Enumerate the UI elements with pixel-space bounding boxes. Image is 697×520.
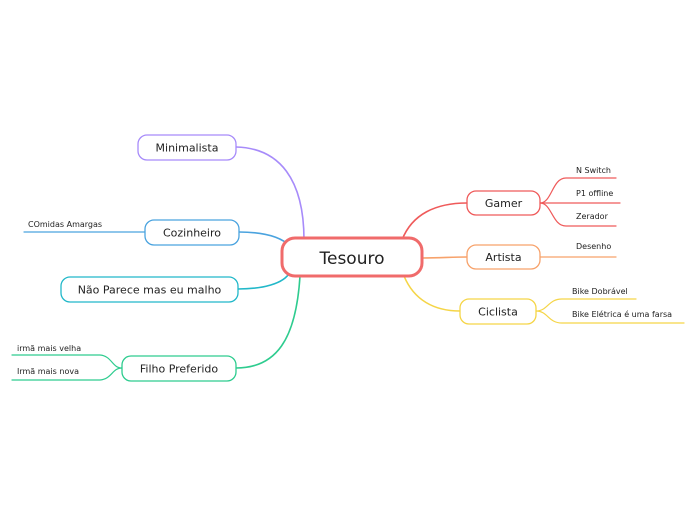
leaf-bike-dobravel[interactable]: Bike Dobrável xyxy=(572,287,628,296)
leaf-irma-mais-velha[interactable]: irmã mais velha xyxy=(17,344,81,353)
connector-filho-preferido xyxy=(235,275,301,369)
topic-gamer-box[interactable] xyxy=(466,190,541,216)
connectors xyxy=(11,146,685,381)
leaf-n-switch-label: N Switch xyxy=(576,166,611,175)
leaf-irma-mais-nova-label: Irmã mais nova xyxy=(17,367,79,376)
topic-ciclista-box[interactable] xyxy=(459,298,537,325)
topic-nao-parece-mas-eu-malho[interactable]: Não Parece mas eu malho xyxy=(60,276,239,303)
connector-leaf-bike-dobravel xyxy=(535,298,637,312)
connector-leaf-n-switch xyxy=(539,177,617,204)
topic-filho-preferido[interactable]: Filho Preferido xyxy=(121,355,237,382)
topic-ciclista[interactable]: Ciclista xyxy=(459,298,537,325)
topic-artista-label: Artista xyxy=(485,251,521,264)
leaf-bike-eletrica-label: Bike Elétrica é uma farsa xyxy=(572,309,672,319)
connector-nao-parece xyxy=(237,271,291,290)
connector-leaf-irma-mais-velha xyxy=(11,354,123,369)
leaf-n-switch[interactable]: N Switch xyxy=(576,166,611,175)
leaf-desenho[interactable]: Desenho xyxy=(576,242,611,251)
leaf-bike-dobravel-label: Bike Dobrável xyxy=(572,287,628,296)
topic-artista-box[interactable] xyxy=(466,244,541,270)
central-topic-label: Tesouro xyxy=(318,249,384,269)
connector-ciclista xyxy=(403,275,461,312)
connector-minimalista xyxy=(235,146,305,241)
topic-cozinheiro[interactable]: Cozinheiro xyxy=(144,219,240,246)
topic-minimalista-box[interactable] xyxy=(137,134,237,161)
connector-artista xyxy=(421,256,468,259)
leaf-p1-offline-label: P1 offline xyxy=(576,189,613,198)
central-topic[interactable]: Tesouro xyxy=(280,236,424,278)
leaf-zerador-label: Zerador xyxy=(576,212,609,221)
topic-gamer[interactable]: Gamer xyxy=(466,190,541,216)
topic-filho-preferido-label: Filho Preferido xyxy=(140,363,219,376)
connector-leaf-bike-eletrica xyxy=(535,310,685,324)
topic-cozinheiro-box[interactable] xyxy=(144,219,240,246)
topic-minimalista-label: Minimalista xyxy=(156,142,219,155)
connector-leaf-irma-mais-nova xyxy=(11,367,123,381)
central-topic-box[interactable] xyxy=(280,236,424,278)
leaf-irma-mais-nova[interactable]: Irmã mais nova xyxy=(17,367,79,376)
leaf-p1-offline[interactable]: P1 offline xyxy=(576,189,613,198)
topic-minimalista[interactable]: Minimalista xyxy=(137,134,237,161)
connector-gamer xyxy=(401,202,468,241)
leaf-zerador[interactable]: Zerador xyxy=(576,212,609,221)
leaf-comidas-amargas[interactable]: COmidas Amargas xyxy=(28,220,102,229)
topic-ciclista-label: Ciclista xyxy=(478,306,518,319)
topic-artista[interactable]: Artista xyxy=(466,244,541,270)
connector-leaf-zerador xyxy=(539,202,617,227)
leaf-comidas-amargas-label: COmidas Amargas xyxy=(28,220,102,229)
topic-filho-preferido-box[interactable] xyxy=(121,355,237,382)
topic-nao-parece-box[interactable] xyxy=(60,276,239,303)
leaf-desenho-label: Desenho xyxy=(576,242,611,251)
topic-cozinheiro-label: Cozinheiro xyxy=(163,227,221,240)
leaf-irma-mais-velha-label: irmã mais velha xyxy=(17,344,81,353)
leaf-bike-eletrica[interactable]: Bike Elétrica é uma farsa xyxy=(572,309,672,319)
topic-gamer-label: Gamer xyxy=(485,197,523,210)
topic-nao-parece-label: Não Parece mas eu malho xyxy=(78,284,222,297)
